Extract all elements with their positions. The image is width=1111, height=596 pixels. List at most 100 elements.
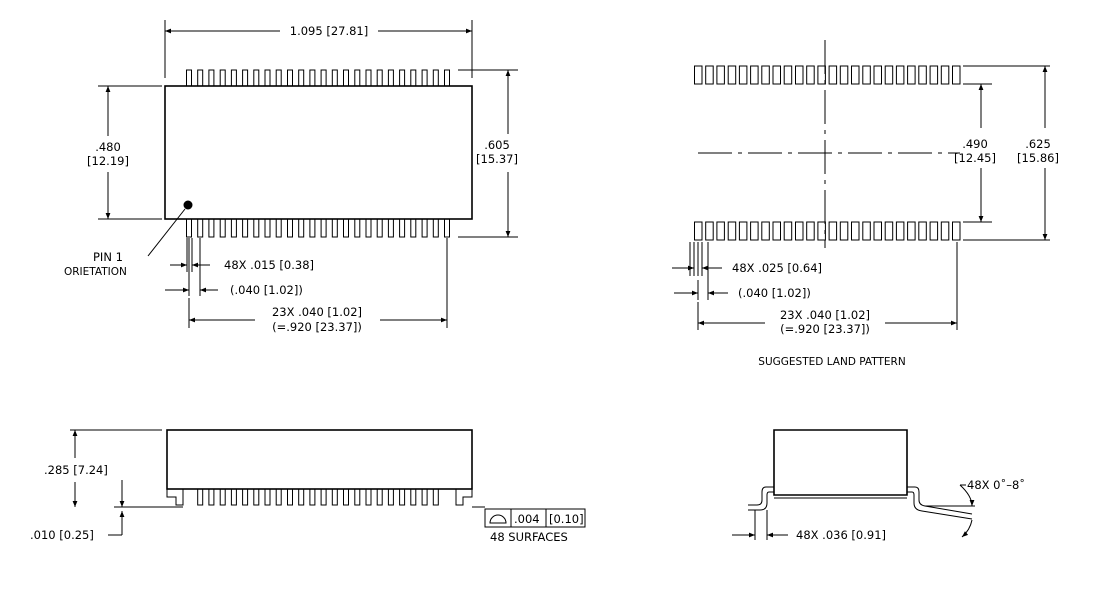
lead [354,218,361,238]
lead [432,218,439,238]
pad [806,221,815,241]
side-body [166,429,473,490]
side-lead [343,488,349,506]
pad [795,65,804,85]
pad [783,65,793,85]
pad [694,65,703,85]
pad [873,221,882,241]
lead [242,218,249,238]
lead [365,218,372,238]
lead [309,218,316,238]
flatness-note: 48 SURFACES [490,530,568,544]
side-lead [365,488,372,506]
pad [716,65,725,85]
pad [940,221,950,241]
lead [219,69,226,87]
pad [750,221,759,241]
side-lead [376,488,383,506]
lead [320,218,327,238]
top-view: 1.095 [27.81] .480 [12.19] .605 [15.37] … [64,20,518,334]
pad [929,65,939,85]
pad [761,65,770,85]
flatness-mm: [0.10] [549,512,584,526]
pad [817,65,826,85]
side-lead [421,488,428,506]
lead [399,218,406,238]
lead [298,218,305,238]
lead [264,218,271,238]
side-lead [275,488,282,506]
lead [253,218,260,238]
inner-span-in: .490 [962,137,988,151]
lead [219,218,226,238]
side-lead [219,488,226,506]
outer-span-in: .625 [1025,137,1051,151]
pad [828,65,838,85]
pad [738,221,748,241]
overall-height-in: .605 [484,138,510,152]
end-view: 48X .036 [0.91] 48X 0˚–8˚ [732,429,1025,542]
side-lead [197,488,204,506]
flatness-value: .004 [514,512,540,526]
land-pitch-dimension: (.040 [1.02]) [738,286,811,300]
side-lead [387,488,394,506]
pad [772,221,781,241]
pad [839,221,849,241]
land-pitch-total-2: (=.920 [23.37]) [780,322,870,336]
land-pattern-view: .490 [12.45] .625 [15.86] 48X .025 [0.64… [672,40,1059,368]
lead [331,218,338,238]
pad [918,221,927,241]
lead [230,218,237,238]
width-dimension: 1.095 [27.81] [290,24,368,38]
lead [376,69,383,87]
pad [761,221,770,241]
lead [230,69,237,87]
pad [727,221,737,241]
pad-width-dimension: 48X .025 [0.64] [732,261,822,275]
profile-icon [489,514,507,524]
lead [264,69,271,87]
pad [918,65,927,85]
side-lead [253,488,260,506]
lead [208,69,215,87]
lead [444,218,450,238]
side-lead [320,488,327,506]
body-height-in: .480 [95,140,121,154]
lead [354,69,361,87]
pad [862,221,871,241]
lead [387,218,394,238]
pad [806,65,815,85]
top-leads-upper [186,69,450,87]
pad [738,65,748,85]
lead [421,69,428,87]
land-pitch-total: 23X .040 [1.02] [780,308,870,322]
side-leads [197,488,439,506]
pad [907,221,916,241]
side-lead-right [455,489,473,506]
lead [444,69,450,87]
side-lead [432,488,439,506]
end-body [773,429,908,496]
pad [952,65,961,85]
lead [275,69,282,87]
end-lead-right [907,486,973,515]
pin1-leader [147,208,186,257]
pad [952,221,961,241]
lead [253,69,260,87]
pad [705,65,714,85]
pad [817,221,826,241]
standoff-dimension: .010 [0.25] [30,528,94,542]
lead [421,218,428,238]
pitch-total-dimension-2: (=.920 [23.37]) [272,320,362,334]
pad [727,65,737,85]
pad [705,221,714,241]
end-lead-left [748,486,774,506]
side-lead [287,488,293,506]
pad [895,65,905,85]
pad [795,221,804,241]
side-lead [331,488,338,506]
lead [197,218,204,238]
pad [694,221,703,241]
side-lead [230,488,237,506]
lead [197,69,204,87]
